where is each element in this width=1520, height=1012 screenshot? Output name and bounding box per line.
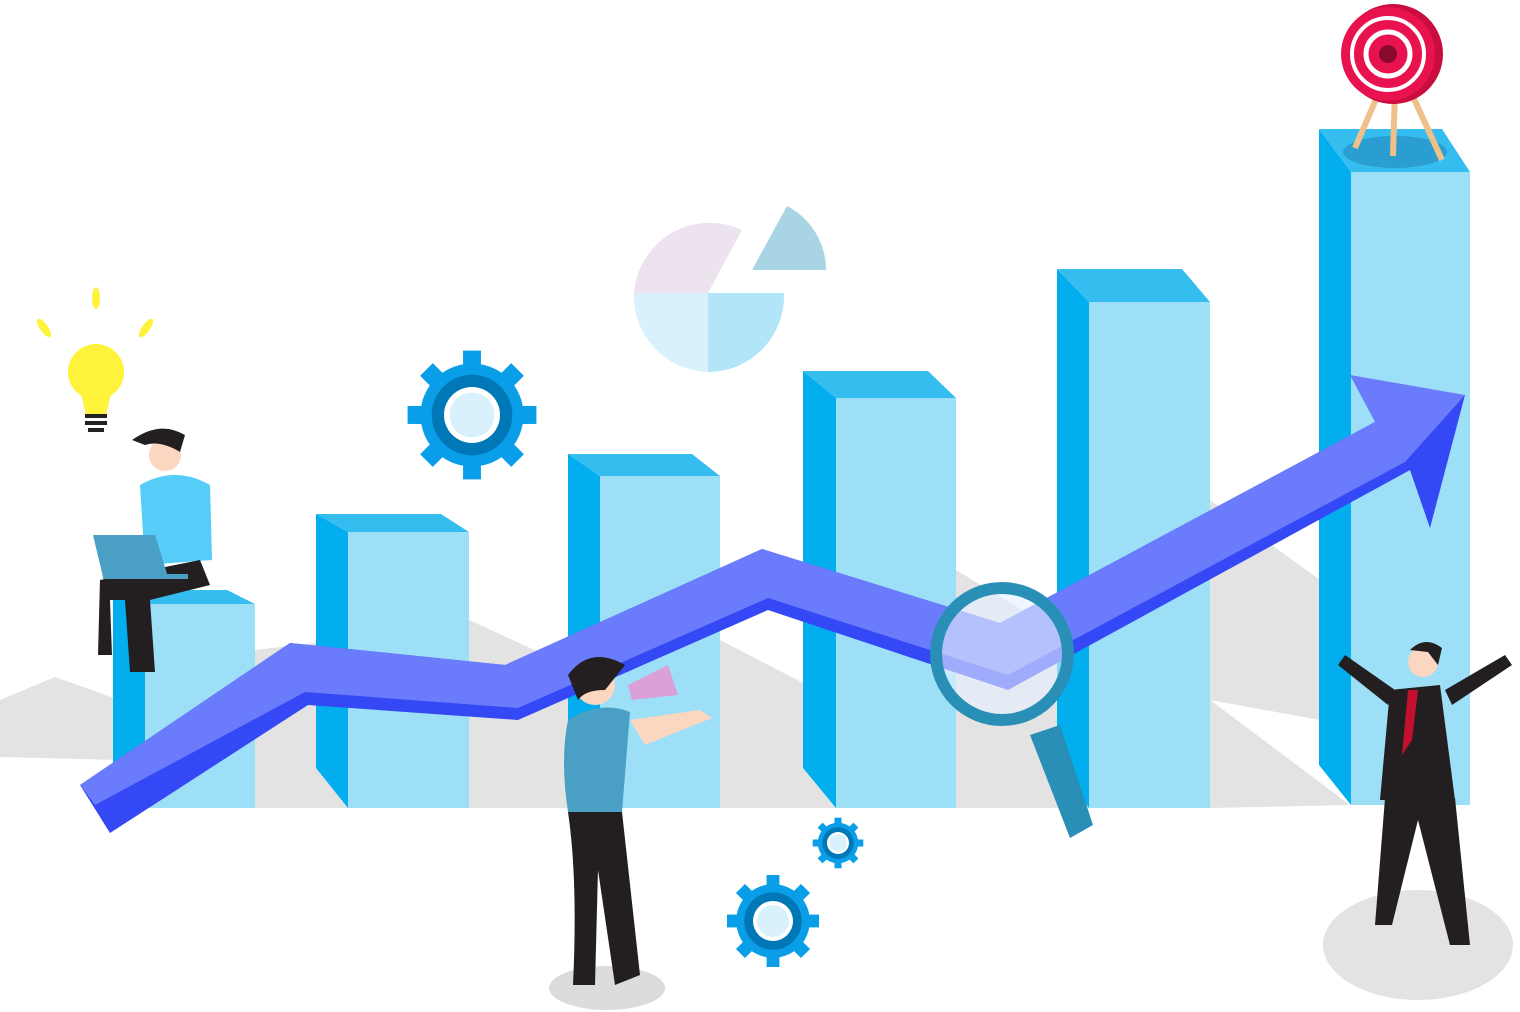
gear-icon bbox=[812, 817, 864, 869]
gears bbox=[407, 350, 864, 967]
person-megaphone bbox=[549, 657, 712, 1010]
magnifier-icon bbox=[930, 582, 1093, 838]
bar-top bbox=[803, 371, 956, 398]
pie-chart-icon bbox=[633, 206, 826, 372]
megaphone-icon bbox=[628, 665, 678, 700]
target-icon bbox=[1341, 4, 1447, 168]
gear-icon bbox=[407, 350, 537, 480]
bar-top bbox=[316, 514, 469, 532]
laptop-icon bbox=[93, 535, 168, 577]
lightbulb-icon bbox=[36, 287, 154, 432]
gear-icon bbox=[727, 875, 819, 967]
businessman bbox=[1323, 641, 1513, 1000]
bar-top bbox=[1057, 269, 1210, 302]
trend-arrow bbox=[80, 375, 1465, 833]
bar-top bbox=[568, 454, 720, 476]
bar-side bbox=[1057, 269, 1089, 808]
person-laptop bbox=[93, 428, 212, 672]
